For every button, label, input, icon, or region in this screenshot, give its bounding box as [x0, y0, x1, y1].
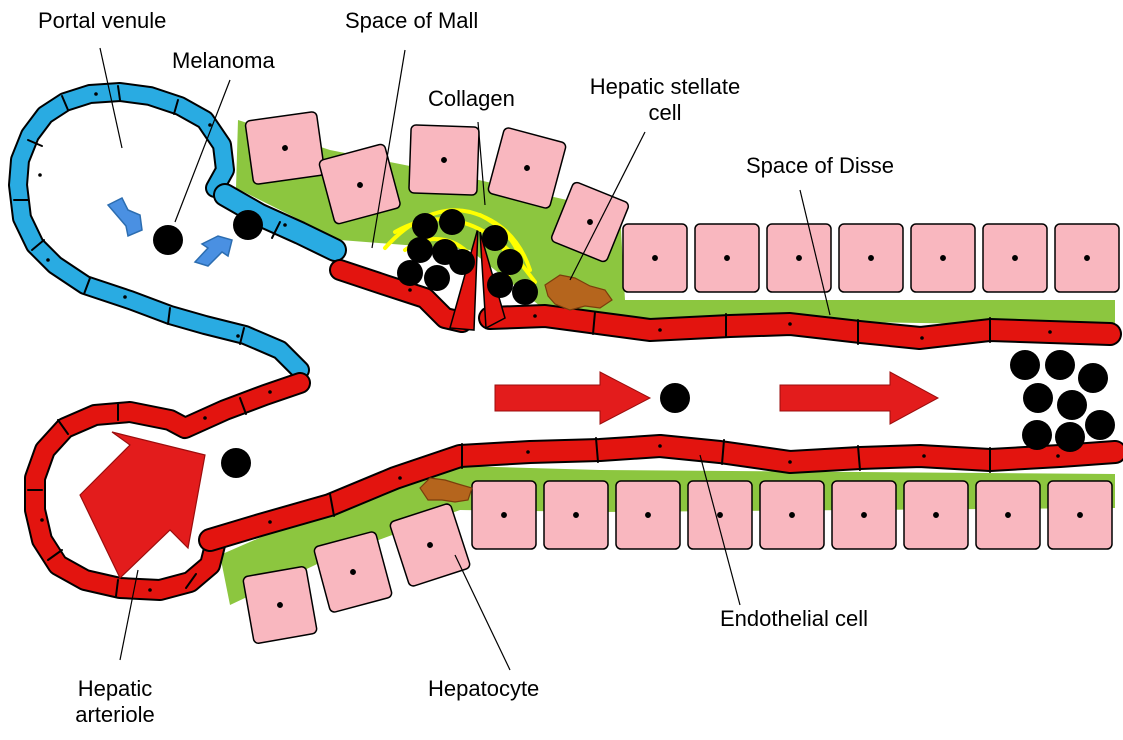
hepatocyte: [760, 481, 824, 549]
hepatocyte: [472, 481, 536, 549]
hepatocyte: [688, 481, 752, 549]
small-arrow: [108, 198, 142, 236]
hepatocyte: [1048, 481, 1112, 549]
label-endothelial-cell: Endothelial cell: [720, 606, 868, 632]
hepatocyte: [409, 125, 479, 195]
label-collagen: Collagen: [428, 86, 515, 112]
hepatocyte: [839, 224, 903, 292]
hepatocyte: [695, 224, 759, 292]
melanoma-cell: [153, 225, 183, 255]
hepatocyte: [243, 566, 318, 644]
label-hepatic-stellate-cell: Hepatic stellate cell: [565, 74, 765, 126]
melanoma-cluster-sinusoid: [1010, 350, 1115, 452]
small-arrow: [195, 236, 232, 266]
label-space-of-mall: Space of Mall: [345, 8, 478, 34]
label-portal-venule: Portal venule: [38, 8, 166, 34]
flow-arrow: [495, 372, 650, 424]
label-space-of-disse: Space of Disse: [746, 153, 894, 179]
label-hepatic-arteriole-line2: arteriole: [55, 702, 175, 728]
flow-arrow: [780, 372, 938, 424]
hepatocyte: [1055, 224, 1119, 292]
sinusoid-flow-arrows: [495, 372, 938, 424]
label-hepatocyte: Hepatocyte: [428, 676, 539, 702]
label-hepatic-stellate-line2: cell: [565, 100, 765, 126]
hepatocyte: [904, 481, 968, 549]
hepatocyte: [832, 481, 896, 549]
melanoma-cell: [660, 383, 690, 413]
melanoma-cell: [233, 210, 263, 240]
hepatocyte: [976, 481, 1040, 549]
arteriole-flow-arrow: [80, 432, 205, 578]
hepatocyte: [911, 224, 975, 292]
melanoma-cell: [221, 448, 251, 478]
hepatocyte: [623, 224, 687, 292]
hepatocyte: [983, 224, 1047, 292]
label-melanoma: Melanoma: [172, 48, 275, 74]
hepatocytes-top: [245, 111, 1119, 292]
hepatocyte: [616, 481, 680, 549]
label-hepatic-arteriole: Hepatic arteriole: [55, 676, 175, 728]
label-hepatic-stellate-line1: Hepatic stellate: [565, 74, 765, 100]
hepatocyte: [544, 481, 608, 549]
hepatocyte: [767, 224, 831, 292]
hepatocyte: [245, 111, 325, 184]
label-hepatic-arteriole-line1: Hepatic: [55, 676, 175, 702]
